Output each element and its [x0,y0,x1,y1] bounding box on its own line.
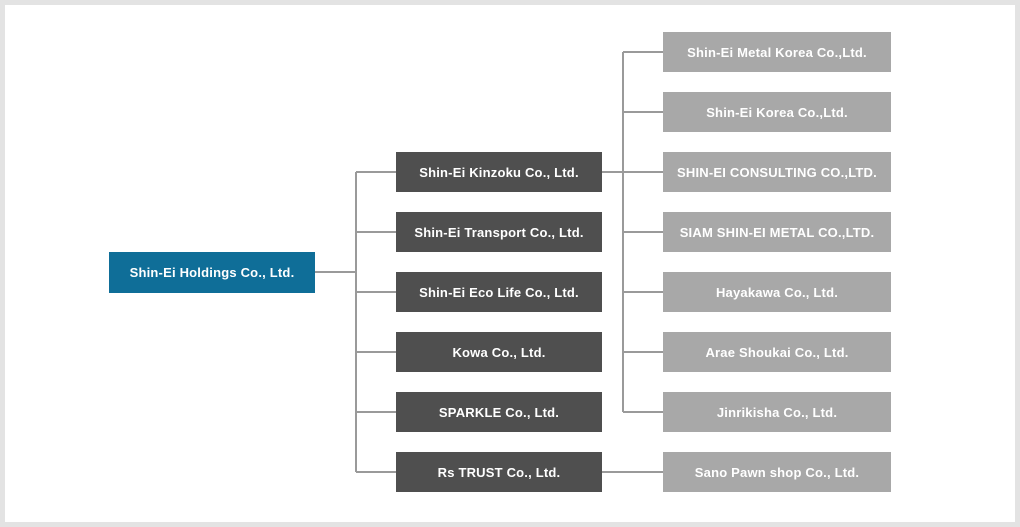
node-arae-shoukai: Arae Shoukai Co., Ltd. [663,332,891,372]
node-sparkle: SPARKLE Co., Ltd. [396,392,602,432]
node-rs-trust: Rs TRUST Co., Ltd. [396,452,602,492]
node-jinrikisha: Jinrikisha Co., Ltd. [663,392,891,432]
node-sano-pawn-shop: Sano Pawn shop Co., Ltd. [663,452,891,492]
node-shin-ei-transport: Shin-Ei Transport Co., Ltd. [396,212,602,252]
node-shin-ei-korea: Shin-Ei Korea Co.,Ltd. [663,92,891,132]
node-shin-ei-consulting: SHIN-EI CONSULTING CO.,LTD. [663,152,891,192]
node-shin-ei-metal-korea: Shin-Ei Metal Korea Co.,Ltd. [663,32,891,72]
node-shin-ei-eco-life: Shin-Ei Eco Life Co., Ltd. [396,272,602,312]
node-kowa: Kowa Co., Ltd. [396,332,602,372]
node-shin-ei-kinzoku: Shin-Ei Kinzoku Co., Ltd. [396,152,602,192]
node-siam-shin-ei-metal: SIAM SHIN-EI METAL CO.,LTD. [663,212,891,252]
node-hayakawa: Hayakawa Co., Ltd. [663,272,891,312]
node-shin-ei-holdings: Shin-Ei Holdings Co., Ltd. [109,252,315,293]
